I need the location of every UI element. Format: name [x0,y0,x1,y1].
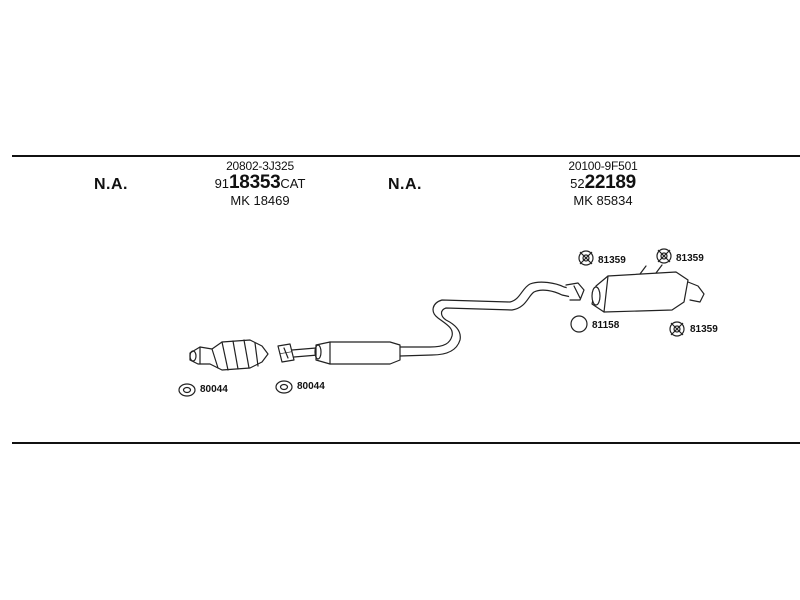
column-3-na-label: N.A. [388,176,422,193]
catalytic-converter-drawing [189,339,269,371]
bottom-divider-line [12,442,800,444]
mk-number: MK 18469 [230,192,290,208]
rubber-hanger-icon [669,321,685,337]
rubber-hanger-icon [656,248,672,264]
ring-clamp-icon [570,315,588,333]
rear-silencer-drawing [591,264,705,313]
rubber-hanger-icon [578,250,594,266]
fitting-label: 81359 [676,253,704,264]
gasket-icon [178,383,196,397]
part-number: 9118353CAT [214,171,306,193]
column-2-part-info: 20802-3J325 9118353CAT MK 18469 [205,160,315,207]
fitting-label: 81359 [690,324,718,335]
fitting-label: 80044 [297,381,325,392]
fitting-label: 81158 [592,320,620,331]
rear-joint-drawing [565,282,585,301]
flange-joint-drawing [277,343,295,363]
fitting-label: 81359 [598,255,626,266]
fitting-label: 80044 [200,384,228,395]
top-divider-line [12,155,800,157]
gasket-icon [275,380,293,394]
mk-number: MK 85834 [573,192,633,208]
oem-number: 20802-3J325 [226,159,294,173]
oem-number: 20100-9F501 [568,159,638,173]
column-4-part-info: 20100-9F501 5222189 MK 85834 [548,160,658,207]
middle-silencer-drawing [314,341,401,365]
part-number: 5222189 [570,171,636,193]
column-1-na-label: N.A. [94,176,128,193]
middle-pipe-drawing [399,281,579,357]
